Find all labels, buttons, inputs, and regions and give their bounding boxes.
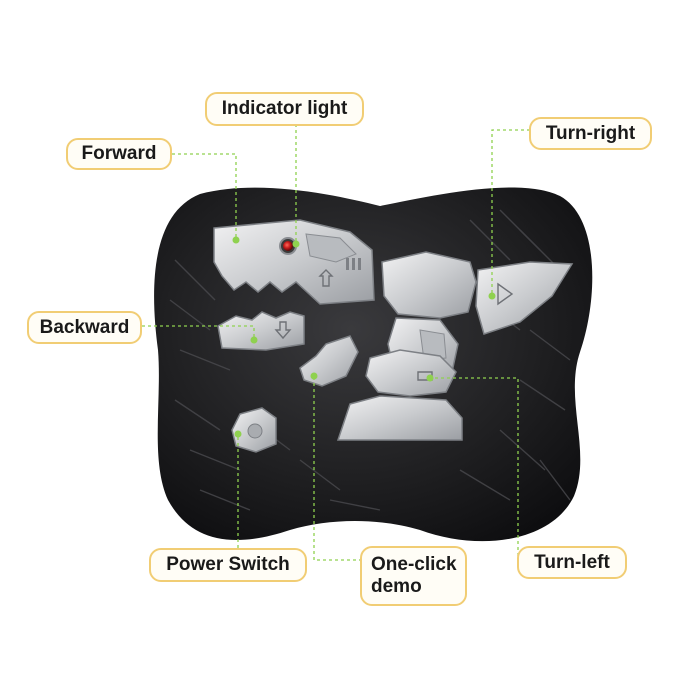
- power-switch-button[interactable]: [231, 407, 277, 453]
- label-turn-left: Turn-left: [517, 546, 627, 579]
- turn-right-button[interactable]: [475, 261, 574, 335]
- forward-button[interactable]: [213, 219, 375, 305]
- backward-button[interactable]: [217, 311, 305, 351]
- label-turn-right: Turn-right: [529, 117, 652, 150]
- label-indicator-light: Indicator light: [205, 92, 364, 126]
- label-one-click-demo: One-click demo: [360, 546, 467, 606]
- arrow-icon: [318, 269, 334, 287]
- leader-lines: [142, 124, 530, 562]
- arrow-icon: [274, 321, 292, 340]
- label-power-switch: Power Switch: [149, 548, 307, 582]
- turn-left-button[interactable]: [365, 349, 457, 397]
- leader-dots: [232, 236, 496, 438]
- red-indicator-dot-icon: [283, 241, 293, 251]
- label-backward: Backward: [27, 311, 142, 344]
- arrow-icon: [497, 282, 514, 306]
- dino-foot-icon: [336, 395, 463, 441]
- label-one-click-demo-line1: One-click: [371, 554, 457, 575]
- label-one-click-demo-line2: demo: [371, 576, 422, 597]
- label-forward: Forward: [66, 138, 172, 170]
